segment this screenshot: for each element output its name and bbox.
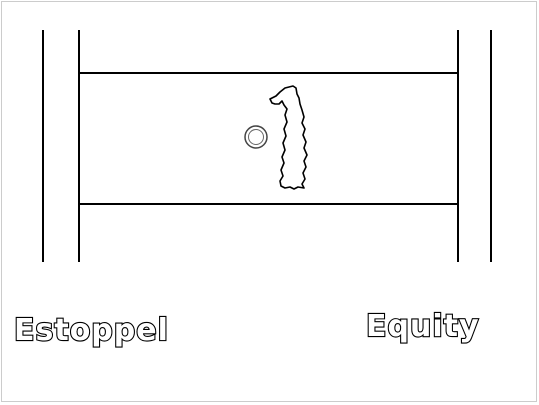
- estoppel-label: Estoppel: [14, 313, 169, 348]
- jagged-one-icon: [270, 86, 307, 189]
- equity-label: Equity: [366, 309, 480, 344]
- ring-circle-icon: [245, 126, 267, 148]
